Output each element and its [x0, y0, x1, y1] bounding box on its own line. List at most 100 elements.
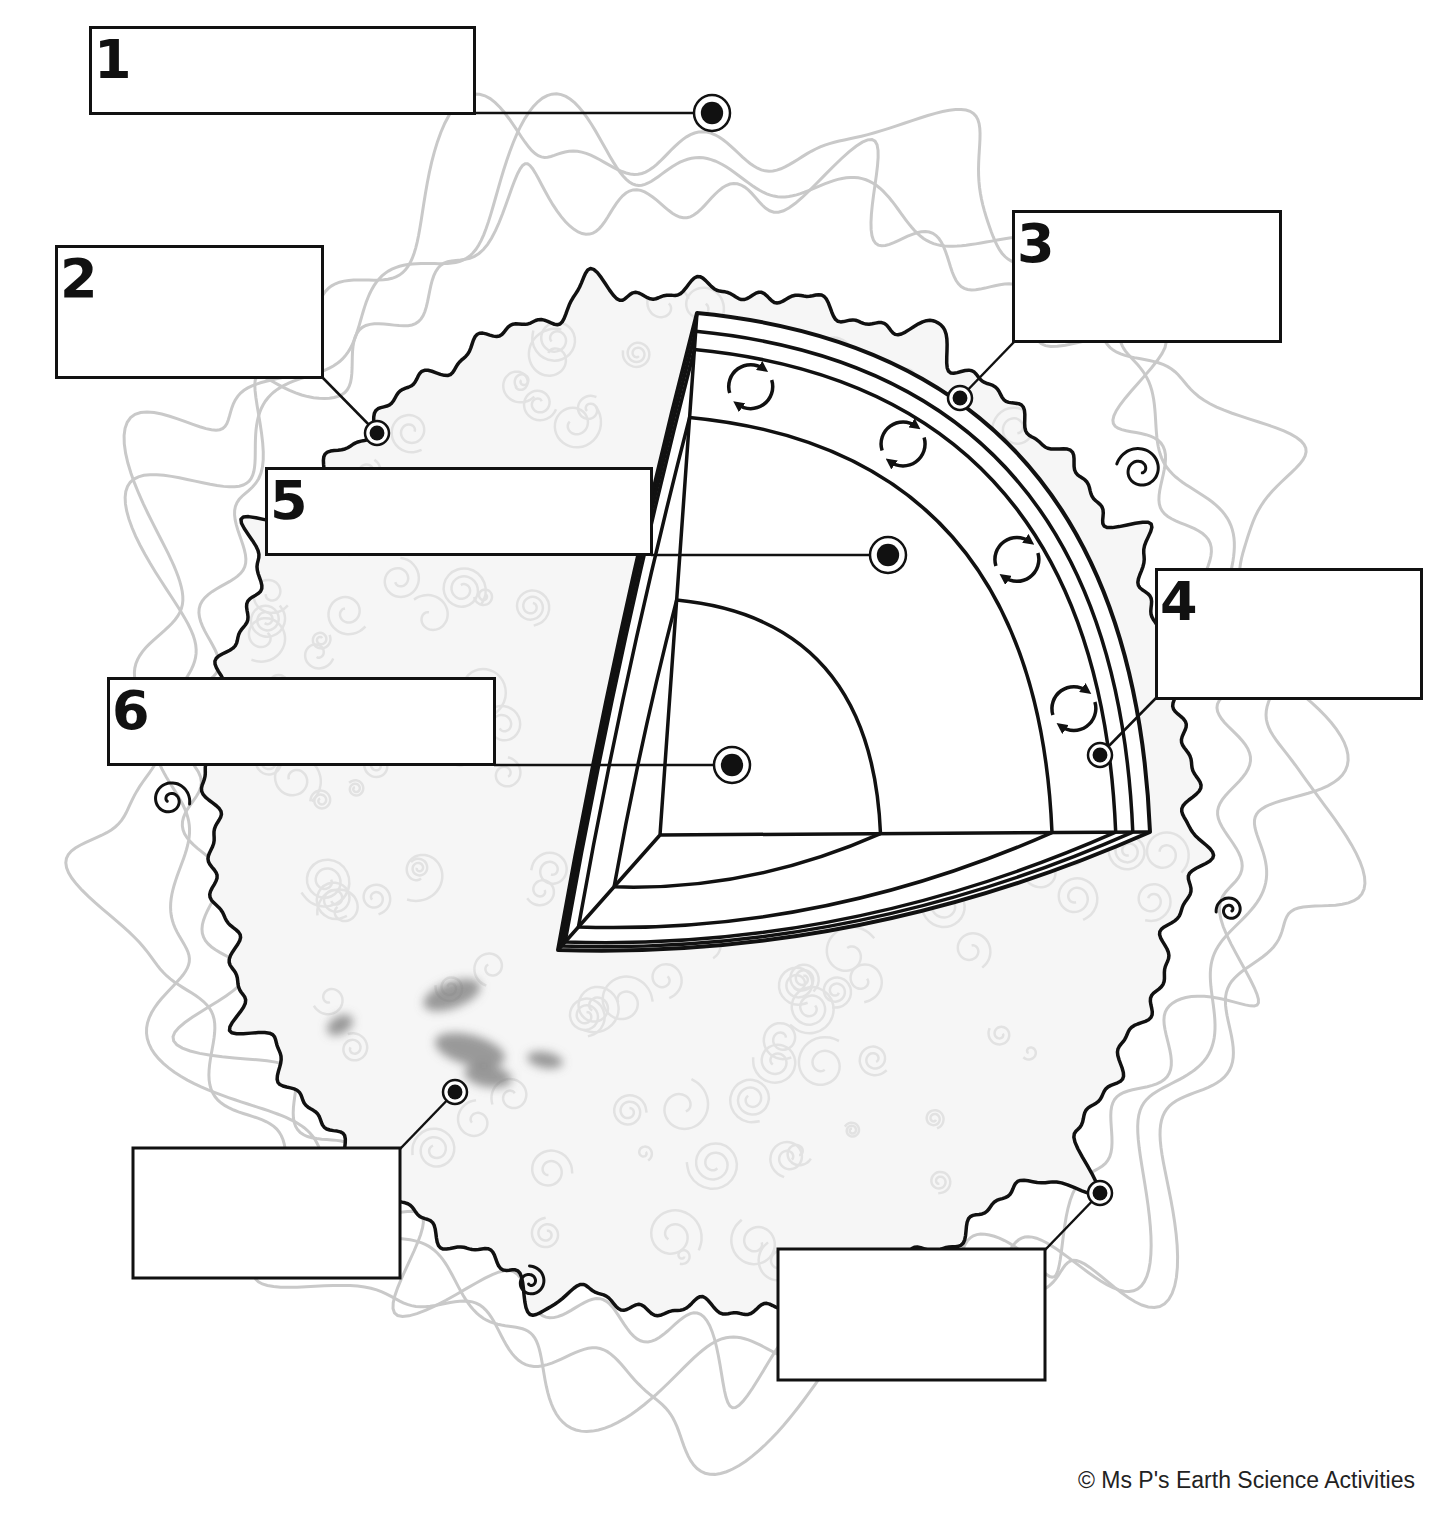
convection-arrow [738, 380, 773, 409]
label-box: 3 [1012, 210, 1282, 343]
surface-texture [407, 855, 443, 901]
leader-dot [1088, 1181, 1112, 1205]
leader-dot [721, 754, 743, 776]
surface-texture [779, 968, 812, 1005]
surface-texture [458, 1100, 487, 1136]
leader-dot [714, 747, 750, 783]
surface-texture [790, 987, 834, 1033]
leader-dot [870, 537, 906, 573]
label-box: 4 [1155, 568, 1423, 700]
prominence-curl [156, 783, 190, 812]
surface-texture [860, 1047, 887, 1076]
surface-texture [532, 1218, 558, 1247]
surface-texture [364, 885, 391, 915]
surface-texture [524, 391, 556, 421]
leader-dot [701, 102, 723, 124]
leader-line [475, 112, 712, 115]
leader-dot [443, 1080, 467, 1104]
surface-texture [1139, 884, 1171, 921]
leader-line [494, 764, 732, 767]
sunspot [462, 1061, 513, 1091]
blank-label-box [133, 1148, 1045, 1380]
prominence-curl [1117, 449, 1158, 486]
surface-texture [515, 374, 529, 388]
leader-dot [1088, 743, 1112, 767]
surface-texture [496, 757, 521, 786]
convection-arrow [729, 365, 764, 393]
convection-arrow [1052, 687, 1087, 715]
surface-texture [664, 1079, 708, 1129]
surface-texture [579, 987, 619, 1032]
leader-dot [365, 421, 389, 445]
cutaway-layers [562, 331, 1133, 946]
surface-texture [503, 372, 534, 403]
sunspot [323, 973, 564, 1091]
surface-texture [931, 1172, 950, 1193]
surface-texture [310, 791, 330, 809]
leader-dot [1088, 743, 1112, 767]
surface-texture [653, 964, 682, 998]
leader-dot [694, 95, 730, 131]
surface-texture [249, 618, 285, 661]
convection-arrow [890, 438, 925, 466]
surface-texture [578, 396, 597, 419]
prominence-curl [1216, 898, 1240, 918]
surface-texture [788, 1145, 811, 1165]
surface-texture [1023, 1048, 1035, 1060]
surface-texture [305, 644, 333, 668]
surface-texture [824, 978, 851, 1008]
blank-label-box [778, 1249, 1045, 1380]
leader-dot [948, 386, 972, 410]
surface-texture [753, 1045, 795, 1083]
surface-texture [531, 853, 566, 884]
sunspot [323, 1010, 356, 1040]
surface-texture [687, 1143, 737, 1188]
surface-texture [317, 889, 357, 921]
cutaway-layers [558, 313, 1150, 951]
surface-texture [764, 1023, 795, 1059]
sunspot [526, 1049, 564, 1071]
surface-texture [1059, 878, 1098, 920]
surface-texture [851, 964, 882, 1002]
surface-texture [474, 954, 502, 986]
leader-dot [694, 95, 730, 131]
label-box: 6 [107, 677, 496, 766]
surface-texture [989, 1027, 1010, 1045]
leader-dot [1088, 1181, 1112, 1205]
surface-texture [301, 860, 349, 907]
surface-texture [314, 989, 343, 1014]
surface-texture [343, 1033, 367, 1060]
callout-number: 5 [270, 474, 308, 528]
callout-number: 6 [112, 684, 150, 738]
surface-texture [603, 977, 653, 1020]
leader-dot [443, 1080, 467, 1104]
cutaway-layers [558, 313, 1150, 950]
surface-texture [639, 1147, 652, 1161]
surface-texture [731, 1220, 774, 1264]
convection-arrow [1004, 553, 1039, 581]
surface-texture [444, 568, 486, 606]
surface-texture [392, 415, 425, 452]
convection-arrow [995, 537, 1030, 565]
callout-number: 2 [60, 252, 98, 306]
leader-dot [365, 421, 389, 445]
surface-texture [958, 933, 991, 967]
copyright-note: © Ms P's Earth Science Activities [1074, 1466, 1419, 1495]
surface-texture [845, 1123, 859, 1137]
leader-dot [365, 95, 1112, 1205]
leader-dot [948, 386, 972, 410]
surface-texture [529, 329, 566, 376]
convection-arrow [881, 422, 916, 451]
surface-texture [651, 1210, 701, 1253]
surface-texture [411, 859, 427, 876]
label-box: 1 [89, 26, 476, 115]
surface-texture [517, 591, 549, 626]
leader-dot [953, 391, 968, 406]
blank-label-box [133, 1148, 400, 1278]
convection-arrow [729, 365, 1096, 731]
callout-number: 4 [1160, 575, 1198, 629]
surface-texture [799, 1037, 840, 1085]
callout-number: 1 [94, 33, 132, 87]
surface-texture [328, 597, 365, 634]
